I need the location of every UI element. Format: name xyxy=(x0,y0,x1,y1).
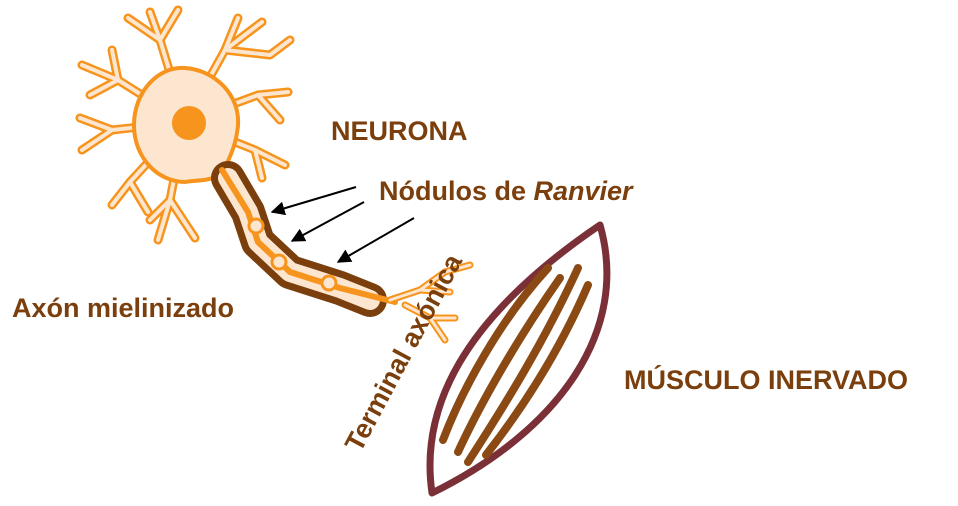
label-axon-mielinizado: Axón mielinizado xyxy=(12,295,234,322)
ranvier-node xyxy=(249,219,263,233)
arrow xyxy=(338,218,414,262)
nucleus xyxy=(172,106,206,140)
myelin-sheath-inner xyxy=(228,178,370,300)
myelinated-axon xyxy=(222,170,395,302)
arrow xyxy=(272,187,356,212)
label-neurona: NEURONA xyxy=(331,118,468,145)
label-nodulos-de-ranvier: Nódulos de Ranvier xyxy=(379,178,633,205)
label-musculo-inervado: MÚSCULO INERVADO xyxy=(624,367,908,394)
label-nodulos-prefix: Nódulos de xyxy=(379,176,534,206)
ranvier-node xyxy=(322,276,336,290)
label-nodulos-italic: Ranvier xyxy=(534,176,633,206)
arrow xyxy=(292,202,364,241)
ranvier-node xyxy=(272,255,286,269)
